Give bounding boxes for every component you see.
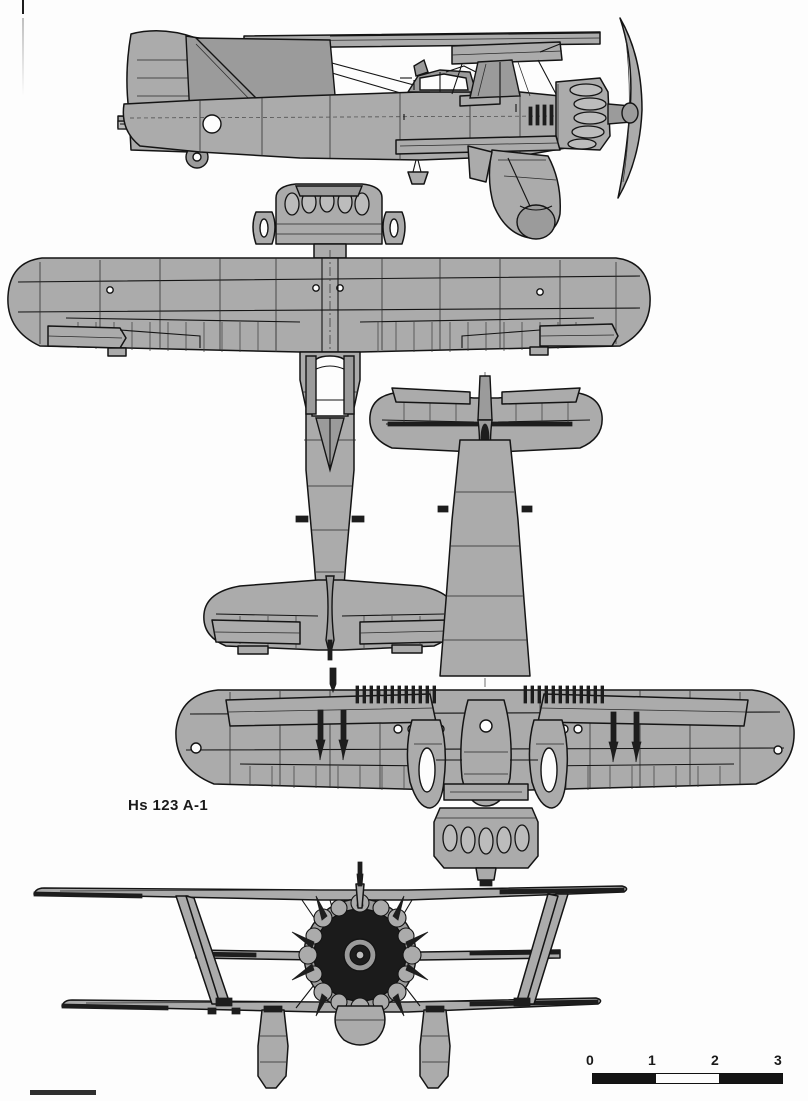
view-side-elevation [117, 17, 643, 240]
scale-tick-2: 2 [711, 1052, 719, 1068]
view-front-elevation [33, 861, 628, 1089]
view-plan-from-above [7, 183, 651, 661]
scan-edge-mark-top [22, 0, 24, 14]
cowl-cylinder-bumps [567, 83, 607, 150]
plan-underside-cowl-cylinders [442, 824, 530, 855]
wing-root-hatching-left [355, 685, 436, 704]
plate-label: Hs 123 A-1 [128, 797, 209, 814]
scale-tick-0: 0 [586, 1052, 594, 1068]
view-plan-from-below [175, 372, 795, 887]
engine-push-rods [291, 879, 429, 1017]
scale-tick-3: 3 [774, 1052, 782, 1068]
scan-edge-mark-bottom [30, 1090, 96, 1095]
scale-bar-group: 0 1 2 3 [586, 1052, 786, 1090]
scale-segment-0-1 [593, 1074, 656, 1083]
scale-segment-2-3 [719, 1074, 782, 1083]
scale-bar [592, 1073, 783, 1084]
underwing-bomb-racks [315, 709, 642, 763]
scan-edge-streak [22, 18, 24, 96]
exhaust-louvres [528, 104, 554, 126]
wing-root-hatching-right [523, 685, 604, 704]
scale-segment-1-2 [656, 1074, 719, 1083]
scale-tick-1: 1 [648, 1052, 656, 1068]
